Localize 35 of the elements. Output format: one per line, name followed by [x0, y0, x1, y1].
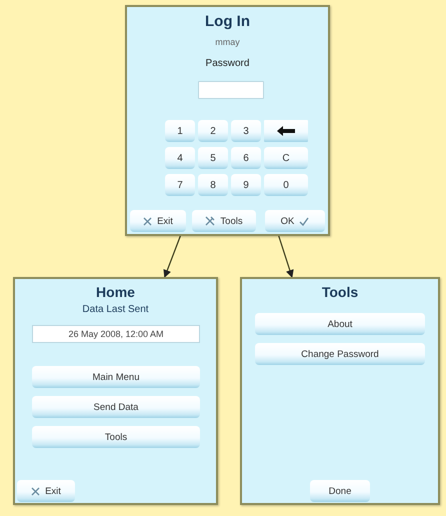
- done-button: Done: [310, 480, 370, 502]
- keypad-key: 8: [198, 174, 228, 196]
- menu-button: Send Data: [32, 396, 200, 418]
- keypad-key: C: [264, 147, 308, 169]
- keypad-key: 4: [165, 147, 195, 169]
- field-label: Password: [204, 58, 250, 69]
- user-name: mmay: [214, 37, 241, 47]
- ok-button: OK: [265, 210, 325, 232]
- keypad-key: 2: [198, 120, 228, 142]
- tools-button: Tools: [192, 210, 256, 232]
- exit-button: Exit: [130, 210, 186, 232]
- keypad-key: 9: [231, 174, 261, 196]
- date-field: 26 May 2008, 12:00 AM: [32, 325, 200, 343]
- field-label: Data Last Sent: [81, 304, 150, 315]
- arrow: [163, 236, 181, 278]
- exit-button: Exit: [17, 480, 75, 502]
- screen-panel: [240, 277, 440, 505]
- keypad-key: 7: [165, 174, 195, 196]
- screen-panel: [13, 277, 218, 505]
- screen-title: Home: [95, 284, 136, 300]
- menu-button: About: [255, 313, 425, 335]
- menu-button: Main Menu: [32, 366, 200, 388]
- arrow: [278, 236, 294, 278]
- screen-title: Log In: [204, 13, 251, 30]
- keypad-key: 0: [264, 174, 308, 196]
- keypad-key: 1: [165, 120, 195, 142]
- screen-title: Tools: [320, 284, 360, 300]
- password-field: [198, 81, 264, 99]
- keypad-key: [264, 120, 308, 142]
- menu-button: Change Password: [255, 343, 425, 365]
- keypad-key: 3: [231, 120, 261, 142]
- menu-button: Tools: [32, 426, 200, 448]
- keypad-key: 5: [198, 147, 228, 169]
- screen-panel: [125, 5, 330, 236]
- keypad-key: 6: [231, 147, 261, 169]
